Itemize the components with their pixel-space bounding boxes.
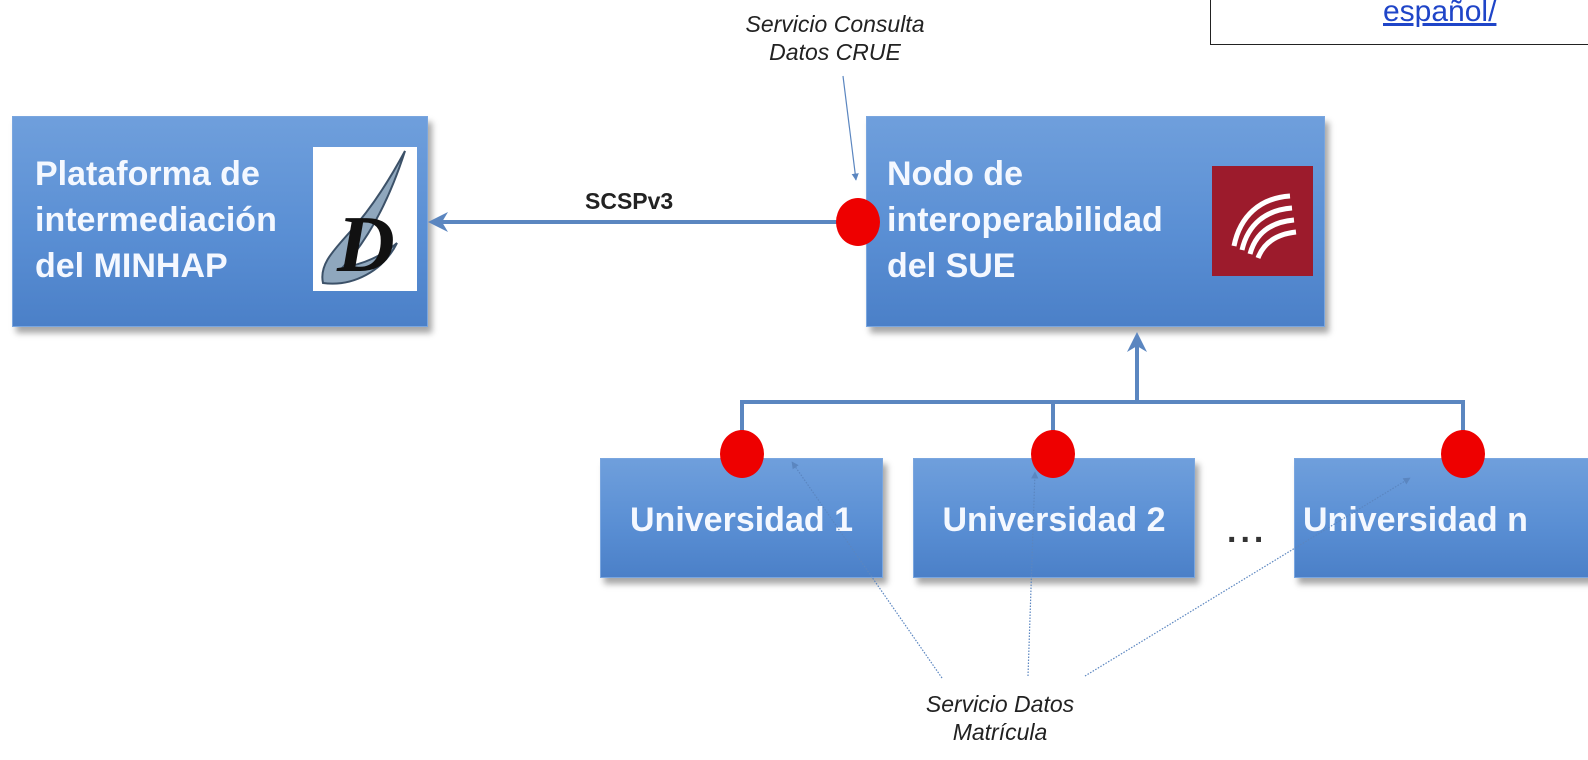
minhap-line-2: intermediación — [35, 201, 277, 239]
enrollment-service-line-2: Matrícula — [952, 719, 1048, 745]
sue-line-3: del SUE — [887, 247, 1016, 285]
university-1-label: Universidad 1 — [630, 501, 853, 539]
sue-logo-icon — [1212, 166, 1313, 276]
university-1-endpoint-marker — [720, 430, 764, 478]
sue-line-1: Nodo de — [887, 155, 1023, 193]
crue-service-note: Servicio Consulta Datos CRUE — [690, 10, 980, 66]
protocol-label: SCSPv3 — [585, 188, 674, 214]
crue-service-line-1: Servicio Consulta — [745, 11, 925, 37]
enrollment-service-line-1: Servicio Datos — [925, 691, 1075, 717]
svg-text:D: D — [336, 201, 395, 289]
minhap-line-1: Plataforma de — [35, 155, 260, 193]
minhap-logo-icon: D — [313, 147, 417, 291]
university-2-label: Universidad 2 — [942, 501, 1166, 539]
university-n-endpoint-marker — [1441, 430, 1485, 478]
enrollment-note-pointer-n — [1084, 477, 1411, 677]
enrollment-note-pointer-2 — [1027, 471, 1039, 677]
university-2-endpoint-marker — [1031, 430, 1075, 478]
ellipsis: ... — [1227, 512, 1268, 550]
university-2-box: Universidad 2 — [913, 458, 1195, 578]
sue-endpoint-marker — [836, 198, 880, 246]
crue-note-pointer — [842, 75, 859, 181]
link-box: español/ — [1210, 0, 1588, 45]
university-n-label: Universidad n — [1303, 501, 1528, 539]
sue-label: Nodo de interoperabilidad del SUE — [887, 151, 1163, 289]
crue-service-line-2: Datos CRUE — [769, 39, 901, 65]
university-n-box: Universidad n — [1294, 458, 1588, 578]
minhap-label: Plataforma de intermediación del MINHAP — [35, 151, 277, 289]
link-text[interactable]: español/ — [1383, 0, 1497, 28]
enrollment-note-pointer-1 — [791, 461, 943, 679]
enrollment-service-note: Servicio Datos Matrícula — [870, 690, 1130, 746]
minhap-platform-box: Plataforma de intermediación del MINHAP … — [12, 116, 428, 327]
minhap-line-3: del MINHAP — [35, 247, 228, 285]
sue-line-2: interoperabilidad — [887, 201, 1163, 239]
